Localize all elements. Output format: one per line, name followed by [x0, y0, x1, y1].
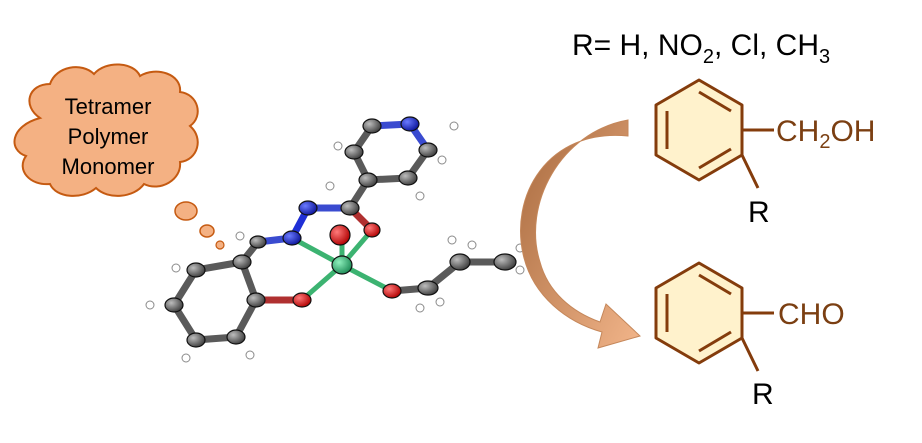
- reactant-benzene-ring: [654, 78, 744, 182]
- product-benzene-ring: [654, 261, 744, 365]
- oxo-oxygen-atom: [329, 224, 351, 246]
- carbon-atom: [418, 142, 438, 158]
- reactant-benzyl-alcohol: CH2OH R: [654, 78, 875, 229]
- carbon-atom: [249, 235, 267, 249]
- carbon-atom: [449, 253, 471, 271]
- carbon-atom: [164, 297, 184, 313]
- heavy-atoms: [164, 116, 517, 348]
- nitrogen-atom: [298, 200, 318, 216]
- cloud-line-monomer: Monomer: [62, 154, 155, 179]
- product-cho-label: CHO: [778, 298, 845, 331]
- carbon-atom: [340, 200, 360, 216]
- carbon-atom: [344, 144, 364, 160]
- carbon-atom: [186, 332, 206, 348]
- product-r-label: R: [752, 378, 774, 411]
- reaction-arrow: [520, 119, 641, 349]
- carbon-atom: [417, 280, 439, 296]
- thought-bubble-large: [174, 201, 198, 221]
- nitrogen-atom: [282, 230, 302, 246]
- carbon-atom: [246, 292, 266, 308]
- reactant-r-bond: [740, 154, 760, 189]
- molecule-structure: [145, 116, 525, 363]
- cloud-line-polymer: Polymer: [68, 124, 149, 149]
- cloud-shape: [13, 63, 199, 197]
- carbon-atom: [358, 172, 378, 188]
- carbon-atom: [493, 253, 517, 271]
- carbon-atom: [226, 329, 246, 345]
- product-benzaldehyde: CHO R: [654, 261, 845, 411]
- cloud-line-tetramer: Tetramer: [65, 94, 152, 119]
- oxygen-atom: [292, 292, 312, 308]
- oxygen-atom: [363, 222, 381, 238]
- thought-bubble-small: [215, 240, 225, 250]
- nitrogen-atom: [400, 116, 420, 132]
- reactant-r-label: R: [748, 196, 770, 229]
- product-r-bond: [740, 337, 760, 372]
- substituent-definition: R= H, NO2, Cl, CH3: [572, 29, 830, 68]
- reactant-ch2oh-label: CH2OH: [776, 115, 875, 153]
- carbon-atom: [186, 262, 206, 278]
- carbon-atom: [232, 254, 252, 270]
- hydrogen-atoms: [145, 121, 525, 363]
- oxygen-atom: [382, 283, 402, 299]
- thought-bubble-medium: [199, 224, 215, 238]
- carbon-atom: [398, 170, 418, 186]
- thought-cloud: Tetramer Polymer Monomer: [13, 63, 225, 250]
- vanadium-atom: [331, 255, 353, 275]
- carbon-atom: [362, 118, 382, 134]
